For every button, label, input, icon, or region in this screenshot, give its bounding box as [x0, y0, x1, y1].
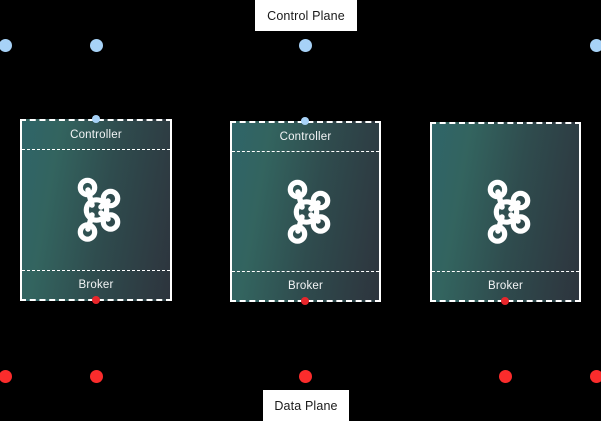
kafka-logo-icon [77, 177, 121, 242]
controller-connector-nub-1[interactable] [92, 115, 100, 123]
broker-section-label: Broker [78, 279, 114, 291]
control-plane-endpoint-2[interactable] [89, 38, 103, 52]
kafka-logo-icon [487, 179, 530, 244]
broker-divider [232, 271, 379, 272]
broker-divider [432, 271, 579, 272]
kafka-logo-icon [287, 179, 330, 244]
data-plane-endpoint-4[interactable] [498, 369, 512, 383]
controller-divider [232, 151, 379, 152]
node-body: Broker [432, 124, 579, 300]
kafka-node-3[interactable]: Broker [430, 122, 581, 302]
data-plane-label: Data Plane [263, 390, 349, 421]
control-plane-endpoint-3[interactable] [298, 38, 312, 52]
broker-connector-nub-3[interactable] [501, 297, 509, 305]
broker-section-label: Broker [287, 280, 324, 292]
controller-section-label: Controller [279, 131, 332, 143]
controller-divider [22, 149, 170, 150]
control-plane-label: Control Plane [255, 0, 357, 31]
data-plane-endpoint-5[interactable] [589, 369, 601, 383]
broker-connector-nub-1[interactable] [92, 296, 100, 304]
data-plane-endpoint-1[interactable] [0, 369, 12, 383]
controller-section-label: Controller [70, 129, 122, 141]
data-plane-endpoint-2[interactable] [89, 369, 103, 383]
control-plane-endpoint-1[interactable] [0, 38, 12, 52]
control-plane-endpoint-4[interactable] [589, 38, 601, 52]
controller-connector-nub-2[interactable] [301, 117, 309, 125]
broker-section-label: Broker [487, 280, 524, 292]
broker-divider [22, 270, 170, 271]
broker-connector-nub-2[interactable] [301, 297, 309, 305]
data-plane-endpoint-3[interactable] [298, 369, 312, 383]
